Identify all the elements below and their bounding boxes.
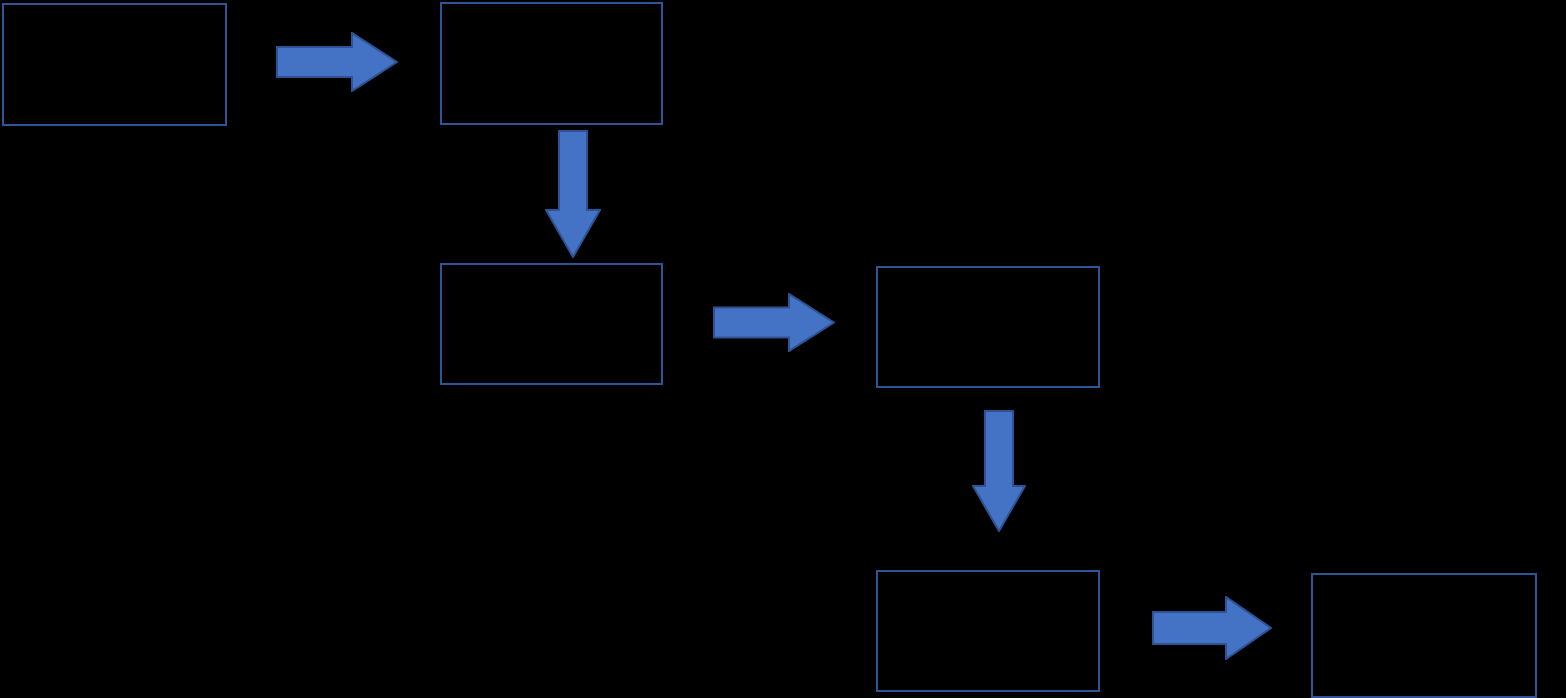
node-label [107,61,123,69]
node-label [980,323,996,331]
flowchart-node-5[interactable] [876,570,1100,692]
arrow-right-icon [276,32,398,92]
arrow-down-icon [972,410,1026,532]
node-label [980,627,996,635]
node-label [544,60,560,68]
flowchart-node-4[interactable] [876,266,1100,388]
flowchart-node-1[interactable] [2,3,227,126]
flowchart-node-2[interactable] [440,2,663,125]
arrow-down-icon [545,130,601,258]
flowchart-node-3[interactable] [440,263,663,385]
node-label [1416,632,1432,640]
arrow-right-icon [1152,596,1272,660]
flowchart-node-6[interactable] [1311,573,1537,698]
node-label [544,320,560,328]
arrow-right-icon [713,293,835,352]
